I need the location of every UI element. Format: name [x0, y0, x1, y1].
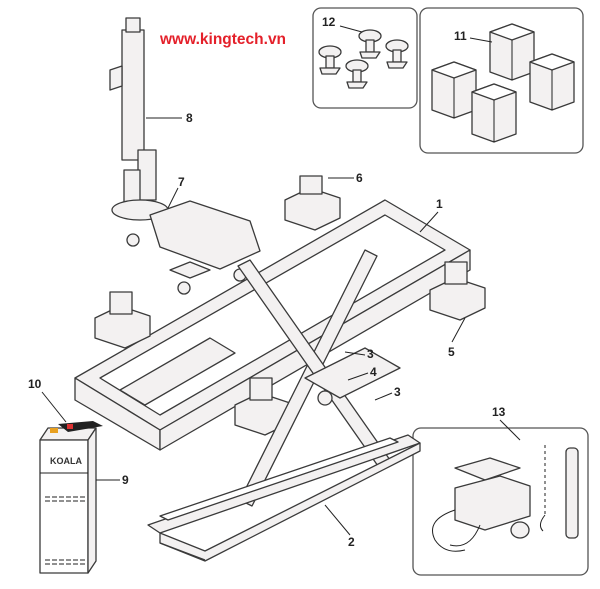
pump-kit-box: 13: [412, 405, 589, 576]
callout-4: 4: [370, 365, 377, 379]
adapter-set-box: 12: [312, 7, 418, 109]
callout-9: 9: [122, 473, 129, 487]
stands-box: 11: [419, 7, 584, 154]
pulling-tower: [109, 17, 261, 295]
callout-8: 8: [186, 111, 193, 125]
callout-3a: 3: [367, 347, 374, 361]
lift-base: [147, 434, 421, 562]
sill-clamp: [94, 175, 486, 436]
cabinet-brand: KOALA: [50, 456, 82, 466]
power-unit-cabinet: KOALA: [39, 427, 97, 574]
callout-12: 12: [322, 15, 336, 29]
callout-11: 11: [454, 29, 467, 43]
callout-13: 13: [492, 405, 506, 419]
callout-1: 1: [436, 197, 443, 211]
extension-tube: [565, 447, 579, 539]
callout-2: 2: [348, 535, 355, 549]
callout-10: 10: [28, 377, 42, 391]
hydraulic-pump: [454, 475, 531, 531]
remote-control: [50, 421, 103, 433]
website-url: www.kingtech.vn: [160, 31, 287, 48]
scissor-lift: [237, 249, 401, 507]
callout-6: 6: [356, 171, 363, 185]
callout-3b: 3: [394, 385, 401, 399]
callout-5: 5: [448, 345, 455, 359]
foot-pedal: [454, 457, 521, 481]
adapter-icon: [318, 29, 409, 89]
stand-icon: [431, 23, 575, 143]
callout-7: 7: [178, 175, 185, 189]
